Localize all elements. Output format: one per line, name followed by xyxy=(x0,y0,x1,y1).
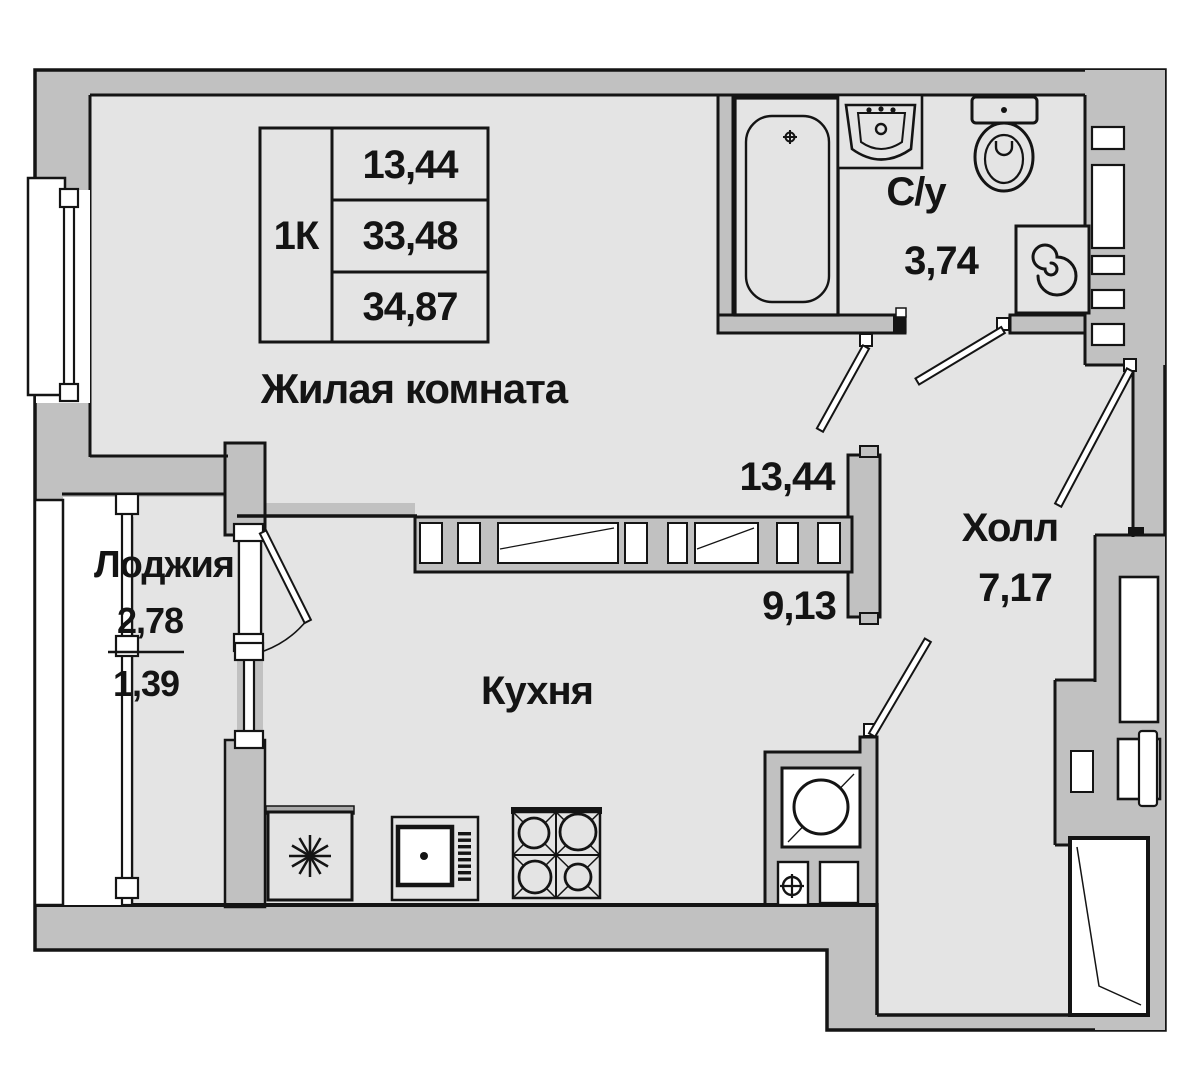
loggia-window-icon xyxy=(233,641,265,750)
vent-shaft-icon xyxy=(1068,836,1150,1017)
fridge-snowflake-icon xyxy=(265,805,355,902)
duct-niches xyxy=(1090,125,1126,347)
bathroom-label: С/у xyxy=(886,170,946,214)
bath-sink-icon xyxy=(836,93,924,170)
table-total-area: 34,87 xyxy=(362,285,458,329)
toilet-icon xyxy=(970,95,1039,193)
living-room-area-dim: 13,44 xyxy=(739,455,835,499)
living-room-door-icon xyxy=(815,333,873,434)
loggia-area-reduced: 1,39 xyxy=(112,663,180,704)
valve-box-icon xyxy=(776,860,860,907)
balcony-door-icon xyxy=(232,522,313,654)
living-room-label: Жилая комната xyxy=(260,365,568,412)
kitchen-sink-icon xyxy=(390,815,480,902)
kitchen-door-icon xyxy=(863,637,933,739)
info-table-frame xyxy=(258,126,490,344)
entrance-niche xyxy=(1070,575,1162,808)
hall-label: Холл xyxy=(961,506,1059,550)
living-room-window-icon xyxy=(26,176,90,403)
kitchen-label: Кухня xyxy=(481,669,594,713)
table-type: 1К xyxy=(273,214,320,258)
bathtub-icon xyxy=(733,96,840,317)
stove-burners-icon xyxy=(511,807,602,900)
bathroom-area: 3,74 xyxy=(904,239,979,283)
entrance-door-icon xyxy=(1053,358,1137,509)
kitchen-area-dim: 9,13 xyxy=(762,584,837,628)
loggia-area-full: 2,78 xyxy=(116,600,184,641)
hall-area: 7,17 xyxy=(978,566,1053,610)
vent-duct-icon xyxy=(780,766,862,849)
loggia-label: Лоджия xyxy=(94,544,235,586)
table-room-area: 13,44 xyxy=(362,143,458,187)
washing-machine-icon xyxy=(1014,224,1091,315)
loggia-glazing-icon xyxy=(33,492,140,907)
partition-niches xyxy=(419,522,841,564)
bathroom-door-icon xyxy=(914,317,1010,386)
table-living-area: 33,48 xyxy=(362,214,458,258)
